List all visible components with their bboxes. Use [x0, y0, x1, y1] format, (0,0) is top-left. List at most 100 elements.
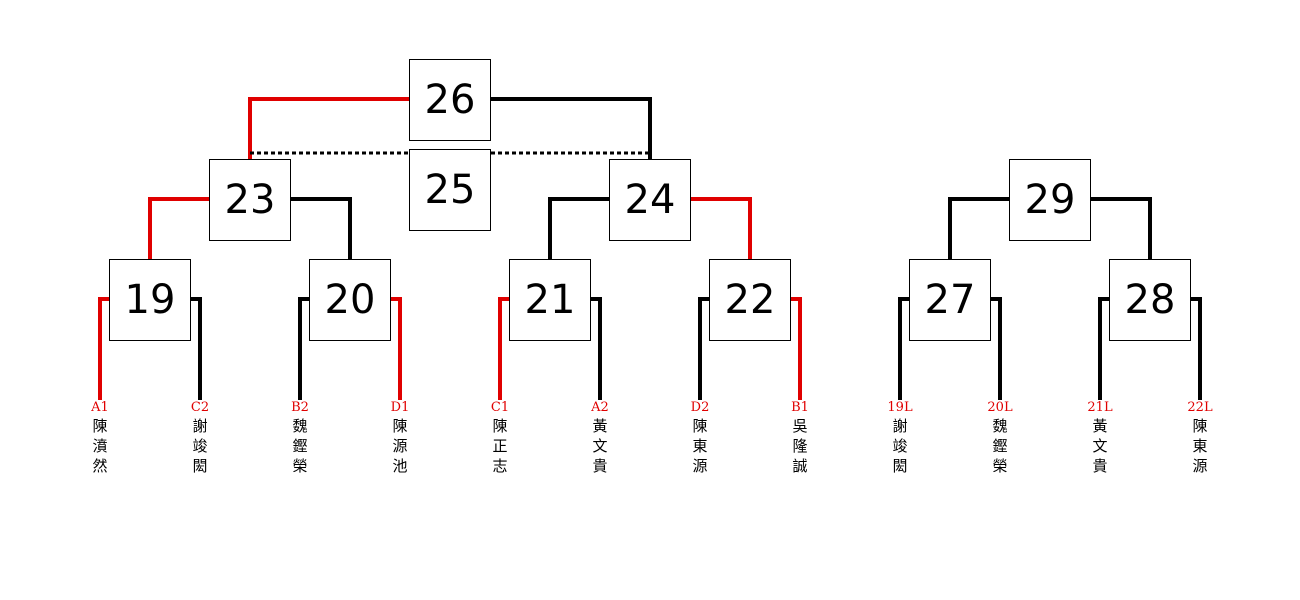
match-19-box: 19 [109, 259, 191, 341]
player-name-char: 閎 [892, 457, 908, 475]
match-29-number: 29 [1024, 177, 1076, 223]
connector-27-29 [948, 197, 1009, 259]
player-name-char: 黃 [1092, 417, 1108, 435]
connector-22-24 [691, 197, 752, 259]
player-name-char: 陳 [1192, 417, 1208, 435]
player-slot: 21L 黃 文 貴 [1080, 400, 1120, 476]
player-name-char: 吳 [792, 417, 808, 435]
seed-label: C1 [490, 400, 510, 415]
player-slot: C1 陳 正 志 [480, 400, 520, 476]
player-name-char: 陳 [92, 417, 108, 435]
player-name-char: 隆 [792, 437, 808, 455]
seed-label: B2 [291, 400, 309, 415]
player-name-char: 志 [492, 457, 508, 475]
seed-label: 20L [987, 400, 1013, 415]
player-slot: D1 陳 源 池 [380, 400, 420, 476]
player-name-char: 源 [1192, 457, 1208, 475]
player-connector-line [391, 297, 402, 400]
match-26-box: 26 [409, 59, 491, 141]
match-27-number: 27 [924, 277, 976, 323]
player-connector-line [591, 297, 602, 400]
connector-24-26 [491, 97, 652, 159]
player-connector-line [898, 297, 909, 400]
player-slot: 20L 魏 鏗 榮 [980, 400, 1020, 476]
player-name-char: 黃 [592, 417, 608, 435]
player-name-char: 鏗 [992, 437, 1008, 455]
connector-21-24 [548, 197, 609, 259]
player-name-char: 貴 [1092, 457, 1108, 475]
player-name-char: 然 [92, 457, 108, 475]
match-21-box: 21 [509, 259, 591, 341]
connector-20-23 [291, 197, 352, 259]
player-slot: B1 吳 隆 誠 [780, 400, 820, 476]
match-23-box: 23 [209, 159, 291, 241]
seed-label: 19L [887, 400, 913, 415]
player-connector-line [698, 297, 709, 400]
player-connector-line [98, 297, 109, 400]
seed-label: C2 [190, 400, 210, 415]
connector-23-26 [248, 97, 409, 159]
player-name-char: 正 [492, 437, 508, 455]
player-name-char: 陳 [692, 417, 708, 435]
player-name-char: 榮 [292, 457, 308, 475]
match-28-box: 28 [1109, 259, 1191, 341]
player-slot: A2 黃 文 貴 [580, 400, 620, 476]
match-22-number: 22 [724, 277, 776, 323]
player-connector-line [191, 297, 202, 400]
match-25-box: 25 [409, 149, 491, 231]
match-20-number: 20 [324, 277, 376, 323]
seed-label: 22L [1187, 400, 1213, 415]
player-slot: C2 謝 竣 閎 [180, 400, 220, 476]
player-name-char: 東 [1192, 437, 1208, 455]
match-24-number: 24 [624, 177, 676, 223]
seed-label: A1 [91, 400, 109, 415]
player-name-char: 文 [592, 437, 608, 455]
match-27-box: 27 [909, 259, 991, 341]
player-name-char: 源 [392, 437, 408, 455]
match-29-box: 29 [1009, 159, 1091, 241]
player-slot: 19L 謝 竣 閎 [880, 400, 920, 476]
match-21-number: 21 [524, 277, 576, 323]
player-name-char: 榮 [992, 457, 1008, 475]
player-name-char: 竣 [192, 437, 208, 455]
player-name-char: 鏗 [292, 437, 308, 455]
player-connector-line [498, 297, 509, 400]
seed-label: 21L [1087, 400, 1113, 415]
player-name-char: 源 [692, 457, 708, 475]
match-23-number: 23 [224, 177, 276, 223]
player-name-char: 貴 [592, 457, 608, 475]
match-22-box: 22 [709, 259, 791, 341]
player-name-char: 文 [1092, 437, 1108, 455]
player-name-char: 竣 [892, 437, 908, 455]
match-25-number: 25 [424, 167, 476, 213]
player-name-char: 閎 [192, 457, 208, 475]
player-connector-line [1191, 297, 1202, 400]
seed-label: D2 [690, 400, 710, 415]
player-connector-line [1098, 297, 1109, 400]
match-20-box: 20 [309, 259, 391, 341]
player-name-char: 陳 [492, 417, 508, 435]
player-name-char: 濆 [92, 437, 108, 455]
player-name-char: 池 [392, 457, 408, 475]
player-slot: B2 魏 鏗 榮 [280, 400, 320, 476]
player-connector-line [991, 297, 1002, 400]
player-slot: D2 陳 東 源 [680, 400, 720, 476]
player-name-char: 謝 [892, 417, 908, 435]
player-name-char: 誠 [792, 457, 808, 475]
match-26-number: 26 [424, 77, 476, 123]
seed-label: D1 [390, 400, 410, 415]
player-slot: A1 陳 濆 然 [80, 400, 120, 476]
player-connector-line [791, 297, 802, 400]
connector-19-23 [148, 197, 209, 259]
player-name-char: 東 [692, 437, 708, 455]
match-24-box: 24 [609, 159, 691, 241]
player-name-char: 陳 [392, 417, 408, 435]
player-name-char: 魏 [992, 417, 1008, 435]
seed-label: A2 [591, 400, 609, 415]
player-connector-line [298, 297, 309, 400]
match-19-number: 19 [124, 277, 176, 323]
player-slot: 22L 陳 東 源 [1180, 400, 1220, 476]
connector-28-29 [1091, 197, 1152, 259]
